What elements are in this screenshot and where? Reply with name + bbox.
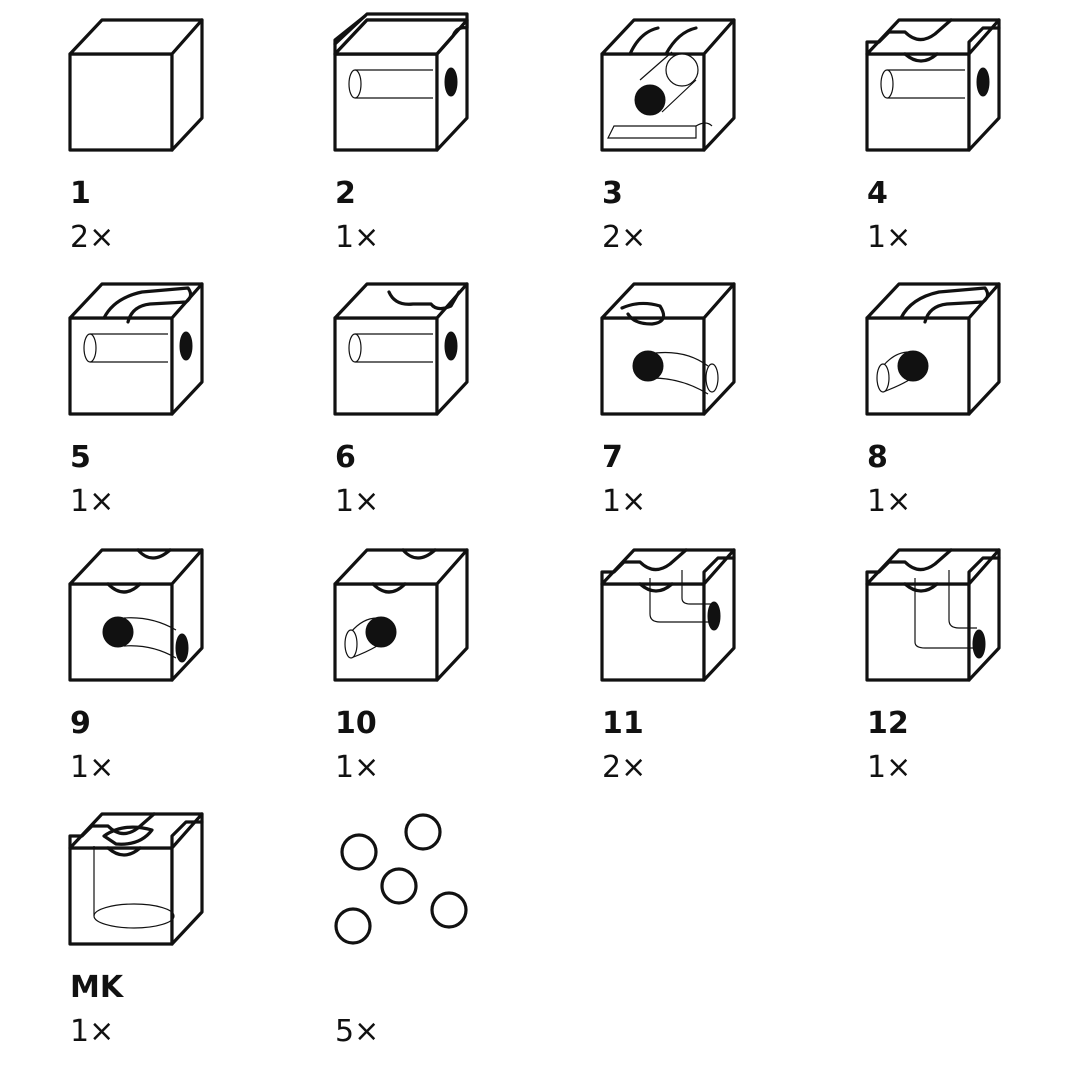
piece-quantity: 1×: [867, 750, 912, 785]
double-groove-shaft-cube-icon: [865, 548, 1001, 682]
piece-10: 10 1×: [333, 548, 503, 788]
piece-number: 1: [70, 176, 91, 211]
piece-number: 11: [602, 706, 644, 741]
piece-quantity: 2×: [602, 750, 647, 785]
piece-quantity: 1×: [335, 220, 380, 255]
piece-1: 1 2×: [68, 18, 238, 258]
cross-groove-funnel-cube-icon: [68, 812, 204, 946]
piece-quantity: 1×: [70, 1014, 115, 1049]
piece-quantity: 1×: [867, 220, 912, 255]
piece-3: 3 2×: [600, 18, 770, 258]
piece-number: 9: [70, 706, 91, 741]
curve-drop-right-cube-icon: [600, 282, 736, 416]
corner-groove-tunnel-cube-icon: [333, 282, 469, 416]
piece-quantity: 1×: [335, 750, 380, 785]
piece-9: 9 1×: [68, 548, 238, 788]
piece-quantity: 1×: [70, 484, 115, 519]
piece-8: 8 1×: [865, 282, 1035, 522]
piece-mk: MK 1×: [68, 812, 238, 1052]
diagonal-tunnel-cube-icon: [600, 18, 736, 152]
piece-number: 7: [602, 440, 623, 475]
piece-2: 2 1×: [333, 12, 503, 258]
piece-5: 5 1×: [68, 282, 238, 522]
piece-number: 5: [70, 440, 91, 475]
cross-groove-tunnel-cube-icon: [865, 18, 1001, 152]
piece-number: 12: [867, 706, 909, 741]
double-groove-bend-cube-icon: [600, 548, 736, 682]
groove-drop-right-cube-icon: [68, 548, 204, 682]
piece-quantity: 1×: [335, 484, 380, 519]
piece-quantity: 5×: [335, 1014, 380, 1049]
piece-4: 4 1×: [865, 18, 1035, 258]
piece-quantity: 2×: [70, 220, 115, 255]
marbles-icon: [334, 813, 468, 945]
piece-12: 12 1×: [865, 548, 1035, 788]
piece-quantity: 1×: [867, 484, 912, 519]
curve-groove-tunnel-cube-icon: [68, 282, 204, 416]
piece-7: 7 1×: [600, 282, 770, 522]
curve-drop-left-cube-icon: [865, 282, 1001, 416]
piece-number: 6: [335, 440, 356, 475]
plain-cube-icon: [68, 18, 204, 152]
piece-marbles: 5×: [333, 812, 503, 1052]
piece-quantity: 2×: [602, 220, 647, 255]
piece-number: 4: [867, 176, 888, 211]
piece-6: 6 1×: [333, 282, 503, 522]
piece-number: MK: [70, 970, 124, 1005]
groove-drop-left-cube-icon: [333, 548, 469, 682]
piece-number: 8: [867, 440, 888, 475]
piece-number: 3: [602, 176, 623, 211]
piece-number: 10: [335, 706, 377, 741]
piece-number: 2: [335, 176, 356, 211]
piece-quantity: 1×: [602, 484, 647, 519]
piece-quantity: 1×: [70, 750, 115, 785]
straight-tunnel-cube-icon: [333, 12, 469, 152]
piece-11: 11 2×: [600, 548, 770, 788]
